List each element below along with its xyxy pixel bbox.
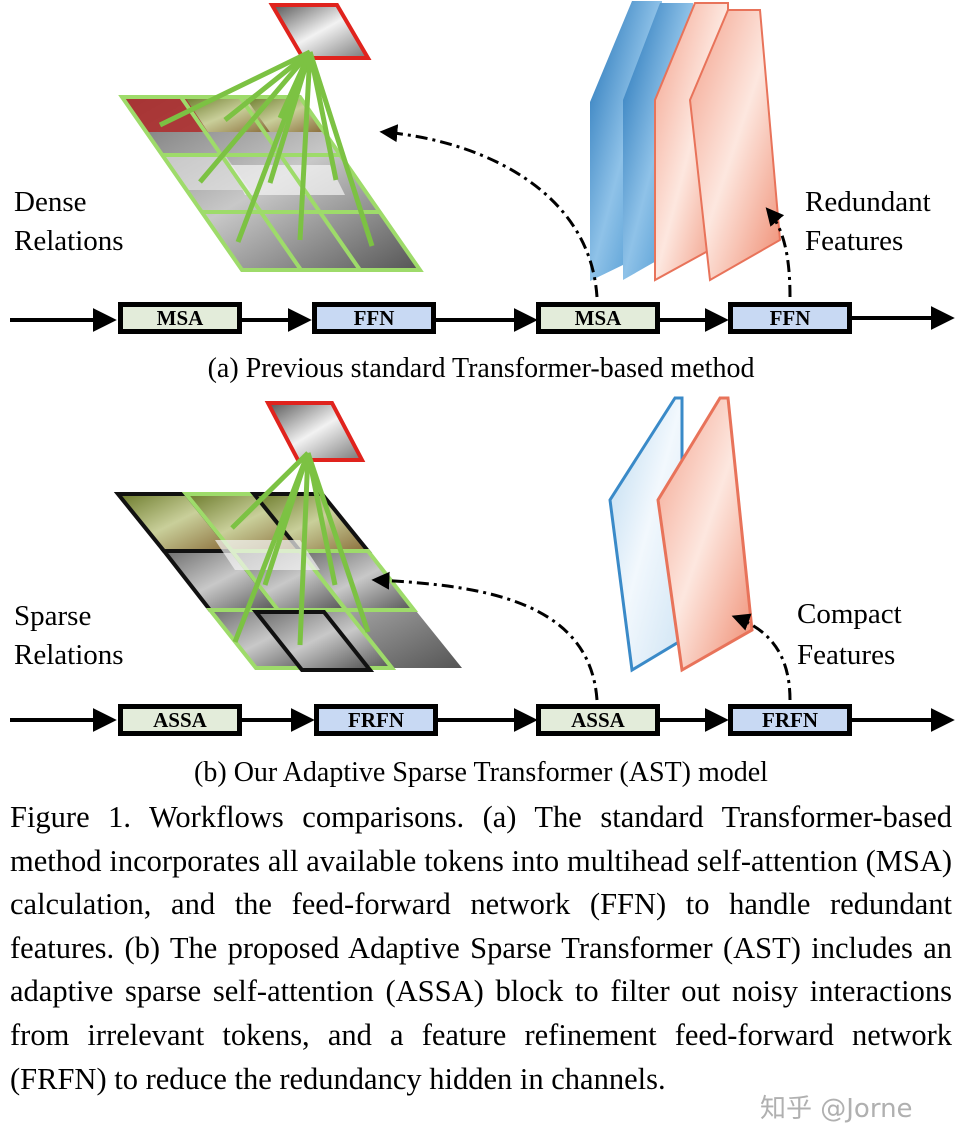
block-ffn-1: FFN [312, 302, 436, 334]
panel-b-feature-maps [608, 396, 754, 673]
redundant-label-line1: Redundant [805, 186, 931, 218]
figure-caption-text: Workflows comparisons. (a) The standard … [10, 800, 952, 1096]
compact-label-line2: Features [797, 639, 896, 671]
panel-b-sparse-relation-lines [230, 451, 371, 646]
block-assa-2: ASSA [536, 704, 660, 736]
subcaption-a: (a) Previous standard Transformer-based … [207, 353, 755, 384]
block-frfn-1: FRFN [314, 704, 438, 736]
block-frfn-2: FRFN [728, 704, 852, 736]
panel-a-query-patch [268, 2, 372, 60]
compact-label-line1: Compact [797, 598, 902, 630]
figure-graphics [10, 1, 955, 732]
panel-a-dashed-arrows [379, 124, 792, 298]
panel-a-dense-relation-lines [158, 49, 375, 247]
dense-label-line1: Dense [14, 186, 87, 218]
sparse-label-line2: Relations [14, 639, 124, 671]
watermark: 知乎 @Jorne [760, 1094, 913, 1124]
panel-b-dashed-arrows [371, 571, 792, 701]
workflow-figure: Dense Relations Redundant Features MSA F… [10, 1, 955, 788]
figure-caption: Figure 1. Workflows comparisons. (a) The… [10, 796, 952, 1101]
redundant-label-line2: Features [805, 225, 904, 257]
panel-b-query-patch [264, 401, 366, 462]
sparse-label-line1: Sparse [14, 600, 92, 632]
block-msa-2: MSA [536, 302, 660, 334]
dense-label-line2: Relations [14, 225, 124, 257]
panel-a-flow-line [10, 306, 955, 332]
block-ffn-2: FFN [728, 302, 852, 334]
block-assa-1: ASSA [118, 704, 242, 736]
panel-a-feature-maps [590, 1, 782, 282]
subcaption-b: (b) Our Adaptive Sparse Transformer (AST… [194, 757, 768, 788]
block-msa-1: MSA [118, 302, 242, 334]
figure-caption-label: Figure 1. [10, 800, 132, 834]
